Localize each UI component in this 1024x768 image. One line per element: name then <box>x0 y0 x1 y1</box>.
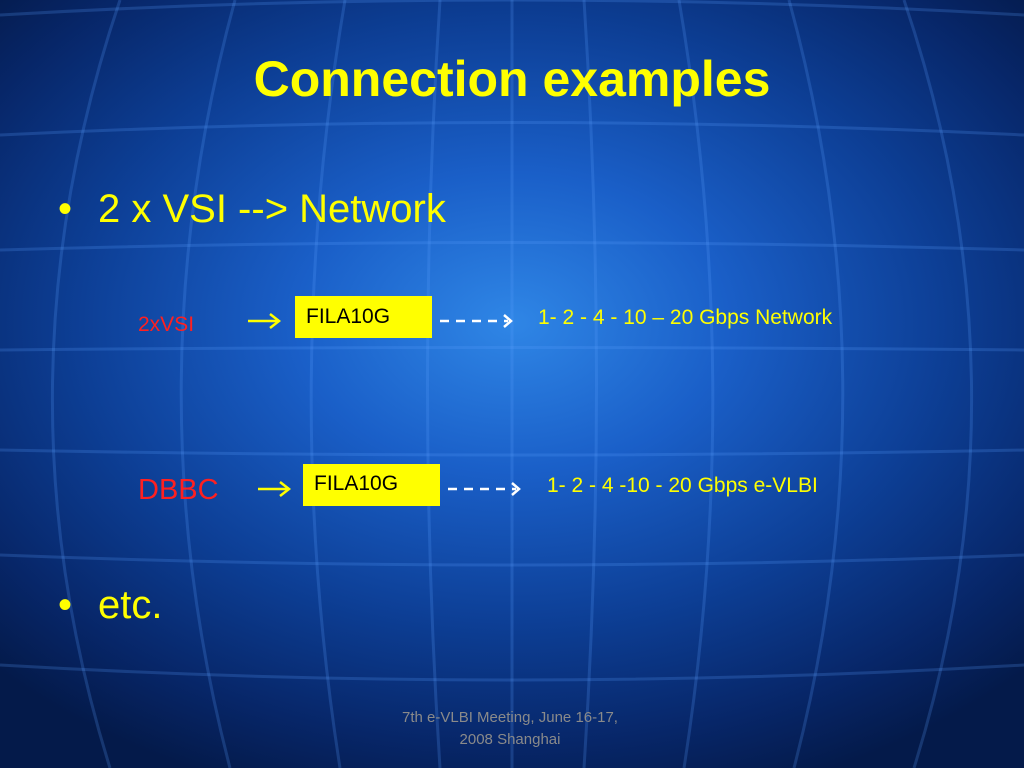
right-arrow-icon <box>258 481 292 497</box>
evlbi-target-label: 1- 2 - 4 -10 - 20 Gbps e-VLBI <box>547 474 818 497</box>
source-label-dbbc: DBBC <box>138 474 219 506</box>
footer-line: 2008 Shanghai <box>459 731 561 748</box>
dashed-arrow-icon <box>440 314 513 328</box>
slide-title: Connection examples <box>253 51 771 107</box>
bullet-item-etc: • etc. <box>58 583 162 628</box>
bullet-item-vsi-network: • 2 x VSI --> Network <box>58 187 446 232</box>
fila10g-box: FILA10G <box>303 464 440 506</box>
right-arrow-icon <box>248 313 282 329</box>
dashed-arrow-icon <box>448 482 521 496</box>
bullet-icon: • <box>58 187 73 231</box>
footer-line: 7th e-VLBI Meeting, June 16-17, <box>402 709 618 726</box>
bullet-text: etc. <box>98 583 163 627</box>
fila10g-box: FILA10G <box>295 296 432 338</box>
network-target-label: 1- 2 - 4 - 10 – 20 Gbps Network <box>538 306 833 329</box>
slide-footer: 7th e-VLBI Meeting, June 16-17, 2008 Sha… <box>360 707 660 751</box>
bullet-icon: • <box>58 583 73 627</box>
source-label-vsi: 2xVSI <box>138 313 195 336</box>
bullet-text: 2 x VSI --> Network <box>98 187 446 231</box>
